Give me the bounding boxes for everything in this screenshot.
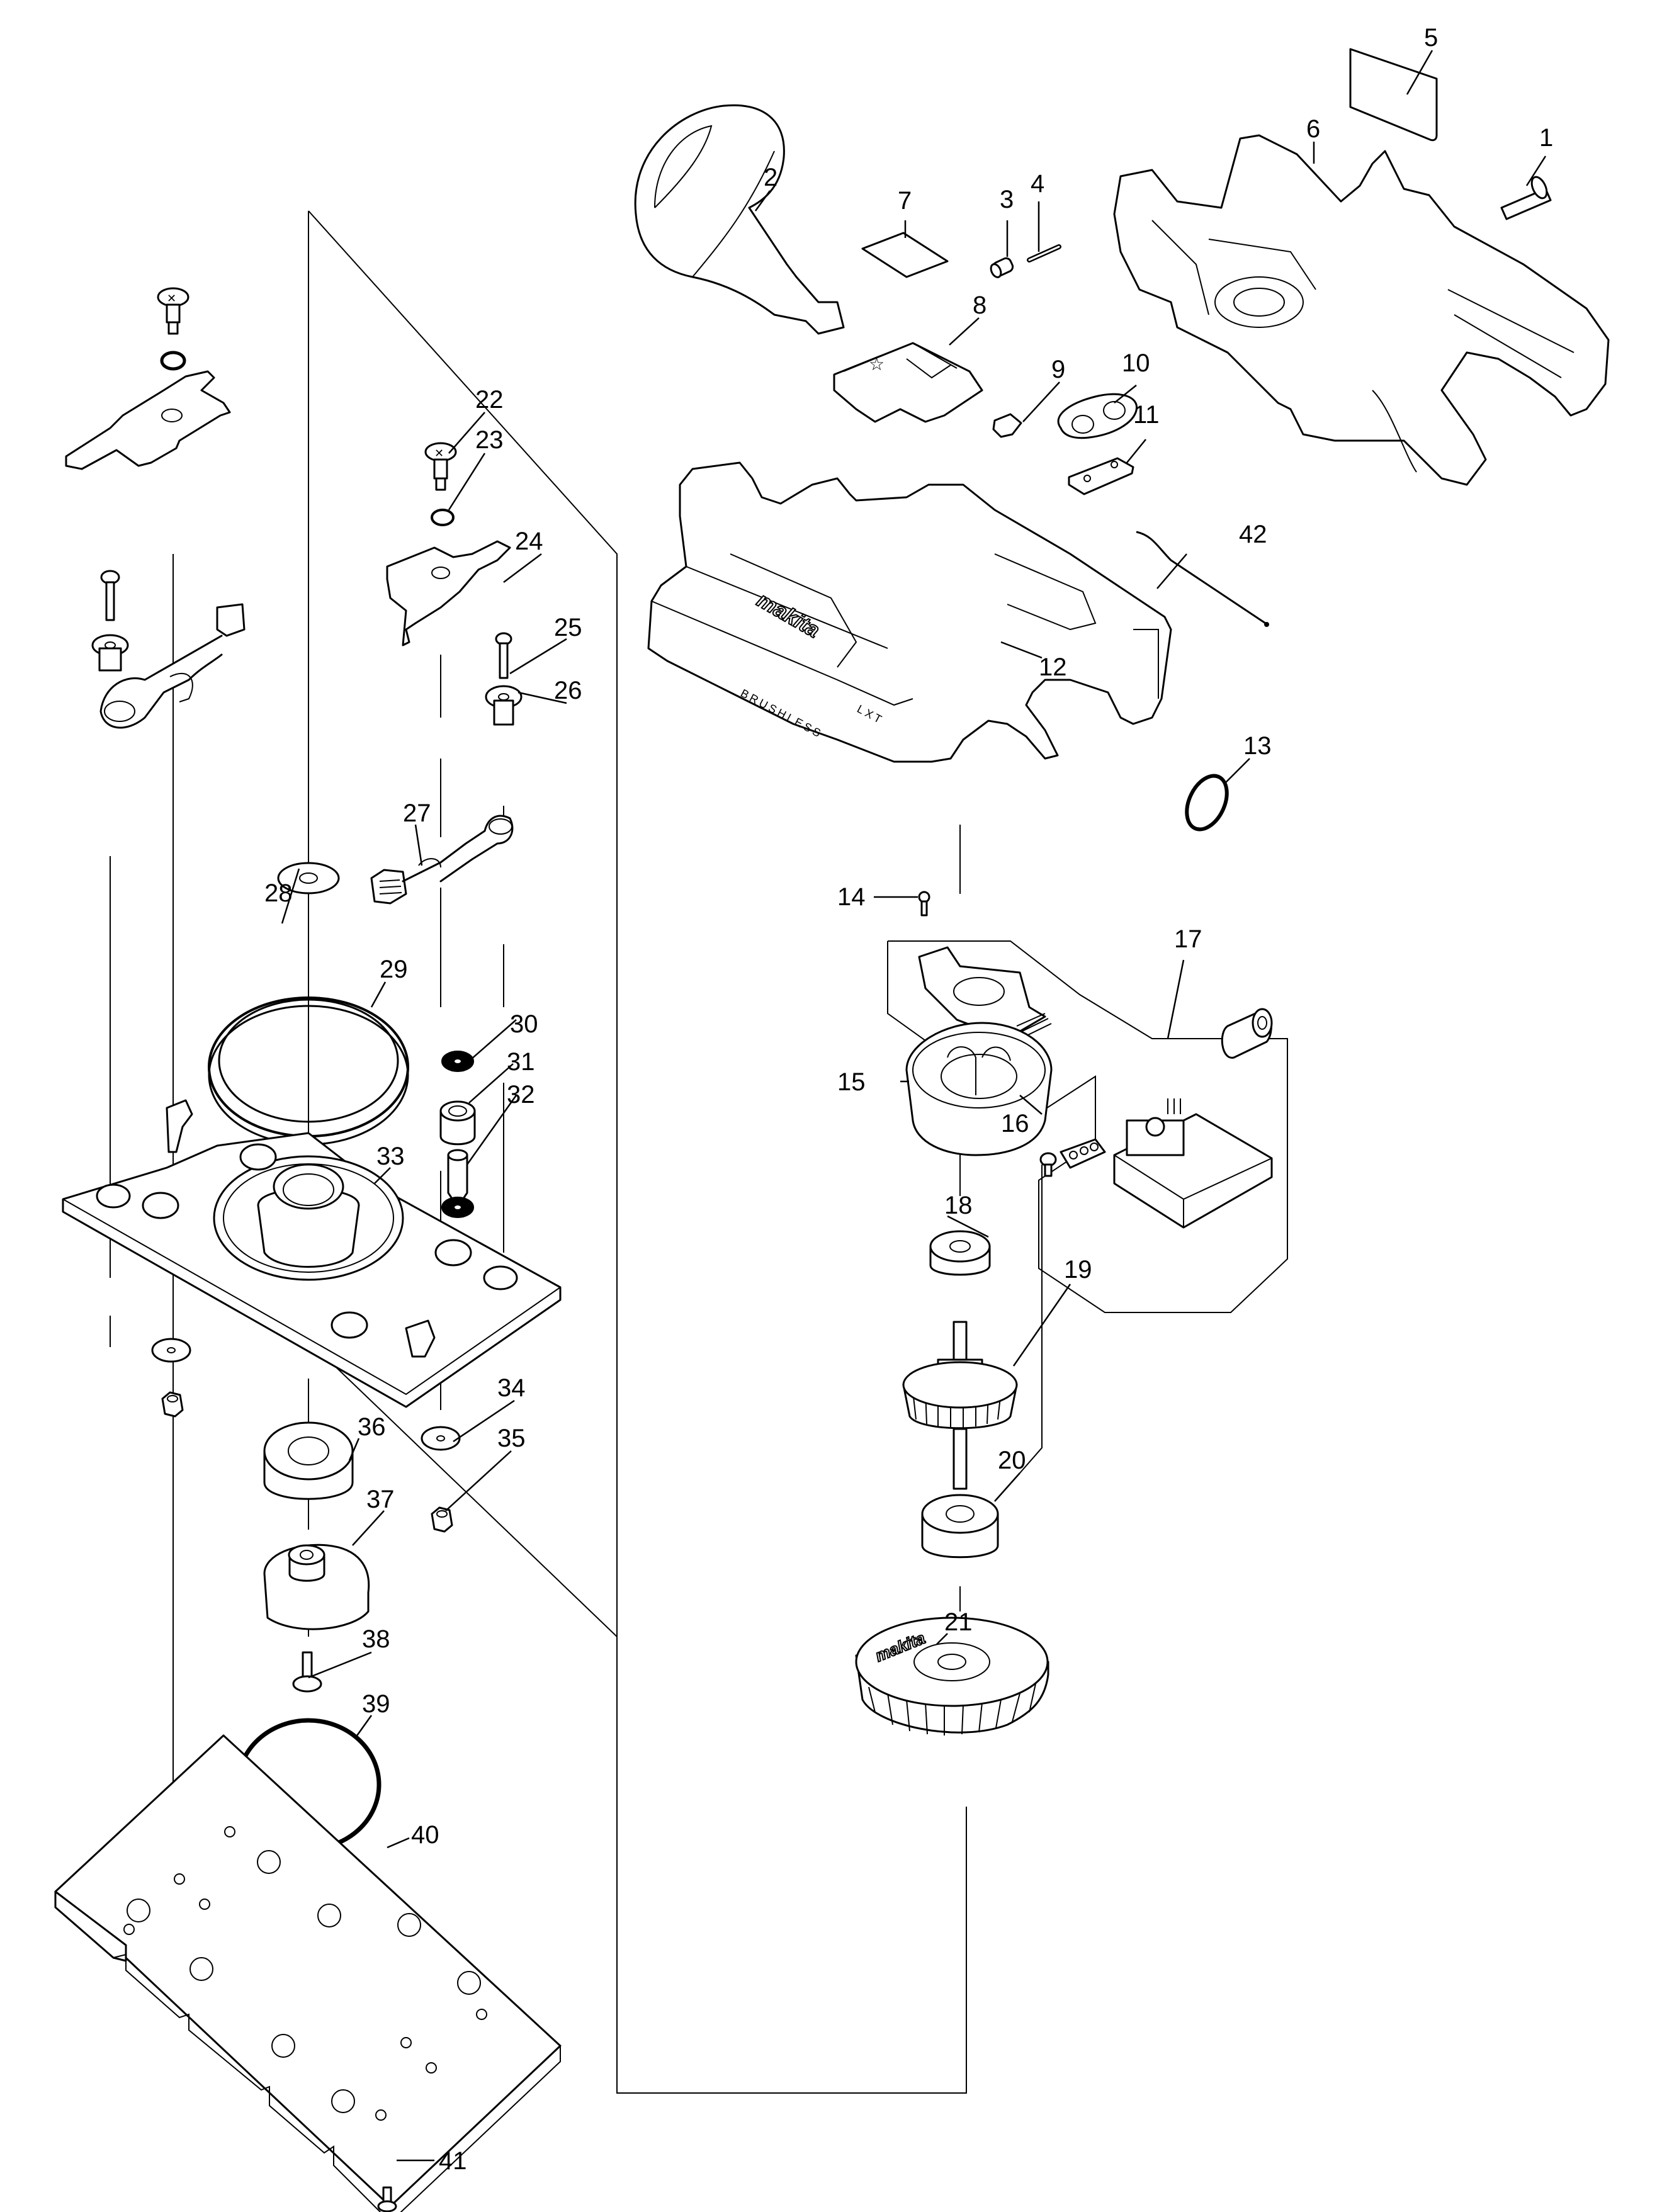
part-35-hex-nut[interactable] [431,1506,453,1533]
callout-17[interactable]: 17 [1174,925,1202,953]
part-34-washer[interactable] [421,1426,461,1451]
callout-11[interactable]: 11 [1133,401,1160,429]
callout-12[interactable]: 12 [1039,653,1067,681]
callout-38[interactable]: 38 [362,1625,390,1653]
part-5-name-plate[interactable] [1349,48,1438,142]
part-4-pin[interactable] [1027,244,1061,262]
callout-13[interactable]: 13 [1243,732,1272,760]
callout-42[interactable]: 42 [1239,521,1267,548]
phillips-mark: ✕ [167,292,176,305]
callout-2[interactable]: 2 [764,164,777,191]
part-6-housing[interactable] [1113,134,1610,486]
part-12-motor-housing[interactable]: makita LXT BRUSHLESS [647,461,1172,763]
callout-26[interactable]: 26 [554,677,582,704]
star-mark: ☆ [869,354,885,374]
left-clamp-screw[interactable]: ✕ [157,287,189,335]
part-3-sleeve[interactable] [989,257,1014,279]
callout-7[interactable]: 7 [898,187,912,215]
part-38-screw[interactable] [292,1651,322,1693]
callout-41[interactable]: 41 [439,2147,467,2175]
part-30-rubber-washer[interactable] [441,1051,474,1072]
left-tapping-screw[interactable] [100,570,120,621]
part-17-controller-assembly[interactable] [887,940,1288,1313]
part-14-screw[interactable] [918,891,930,917]
left-spacer-collar[interactable] [91,634,129,672]
callout-8[interactable]: 8 [973,291,986,319]
assembly-frame-lines [308,210,967,2094]
part-21-fan[interactable]: makita [855,1617,1049,1735]
callout-6[interactable]: 6 [1306,115,1320,143]
part-24-clamp-plate[interactable] [386,540,511,646]
part-20-bearing[interactable] [921,1494,999,1559]
callout-28[interactable]: 28 [264,879,293,907]
left-o-ring[interactable] [160,351,186,371]
callout-4[interactable]: 4 [1031,170,1044,198]
callout-22[interactable]: 22 [475,386,504,414]
part-22-shoulder-screw[interactable]: ✕ [424,442,457,491]
callout-labels: 1 2 3 4 5 6 7 8 9 10 11 12 13 14 15 16 1… [264,24,1553,2175]
part-15-stator[interactable] [905,1022,1053,1156]
part-16-pan-head-screw[interactable] [1039,1152,1057,1177]
callout-36[interactable]: 36 [358,1413,386,1441]
callout-23[interactable]: 23 [475,426,504,454]
callout-29[interactable]: 29 [380,956,408,983]
callout-32[interactable]: 32 [507,1081,535,1109]
part-32-rubber-pin[interactable] [447,1149,468,1204]
callout-18[interactable]: 18 [944,1192,973,1219]
callout-16[interactable]: 16 [1001,1110,1029,1137]
part-11-switch-board[interactable] [1068,457,1134,495]
callout-27[interactable]: 27 [403,799,431,827]
part-37-balancer[interactable] [263,1543,370,1630]
pad-holes [123,1826,487,2121]
part-7-label-plate[interactable] [861,232,949,278]
part-9-lock-button[interactable] [992,413,1022,438]
callout-10[interactable]: 10 [1122,349,1150,377]
callout-39[interactable]: 39 [362,1690,390,1718]
callout-3[interactable]: 3 [1000,186,1014,213]
left-clamp-plate[interactable] [65,370,231,470]
part-19-rotor[interactable] [902,1321,1018,1490]
callout-1[interactable]: 1 [1539,124,1553,152]
part-36-bearing[interactable] [263,1421,354,1500]
callout-31[interactable]: 31 [507,1048,535,1076]
callout-14[interactable]: 14 [837,883,866,911]
callout-24[interactable]: 24 [515,528,543,555]
callout-34[interactable]: 34 [497,1374,526,1402]
callout-5[interactable]: 5 [1424,24,1438,52]
part-33-base-plate[interactable] [62,1099,562,1408]
callout-40[interactable]: 40 [411,1821,439,1849]
part-26-spacer-collar[interactable] [485,685,523,726]
callout-33[interactable]: 33 [376,1143,405,1170]
callout-9[interactable]: 9 [1051,356,1065,383]
callout-30[interactable]: 30 [510,1010,538,1038]
part-42-lead-wire[interactable] [1136,531,1269,627]
part-41-pad-screw[interactable] [377,2186,397,2212]
part-10-switch-cover[interactable] [1057,393,1138,439]
phillips-mark: ✕ [434,447,444,460]
part-8-switch[interactable]: ☆ [833,342,983,423]
callout-19[interactable]: 19 [1064,1256,1092,1284]
part-27-clamp-lever[interactable] [370,815,514,905]
part-13-o-ring[interactable] [1179,769,1235,835]
left-washer[interactable] [151,1338,191,1363]
callout-21[interactable]: 21 [944,1608,973,1636]
callout-37[interactable]: 37 [366,1486,395,1513]
left-clamp-lever[interactable] [99,603,246,729]
callout-15[interactable]: 15 [837,1068,866,1096]
part-1-tapping-screw[interactable] [1500,174,1552,220]
part-31-pin-cap[interactable] [439,1100,476,1146]
callout-25[interactable]: 25 [554,614,582,641]
callout-20[interactable]: 20 [998,1447,1026,1474]
left-hex-nut[interactable] [161,1391,184,1418]
part-18-bearing[interactable] [929,1230,991,1276]
part-40-pad[interactable] [54,1734,562,2212]
callout-35[interactable]: 35 [497,1425,526,1452]
leader-lines [281,50,1547,2162]
part-23-o-ring[interactable] [431,509,455,526]
part-25-tapping-screw[interactable] [495,632,512,679]
part-2-grip-knob[interactable] [634,104,845,335]
rubber-washer-lower[interactable] [441,1197,474,1218]
